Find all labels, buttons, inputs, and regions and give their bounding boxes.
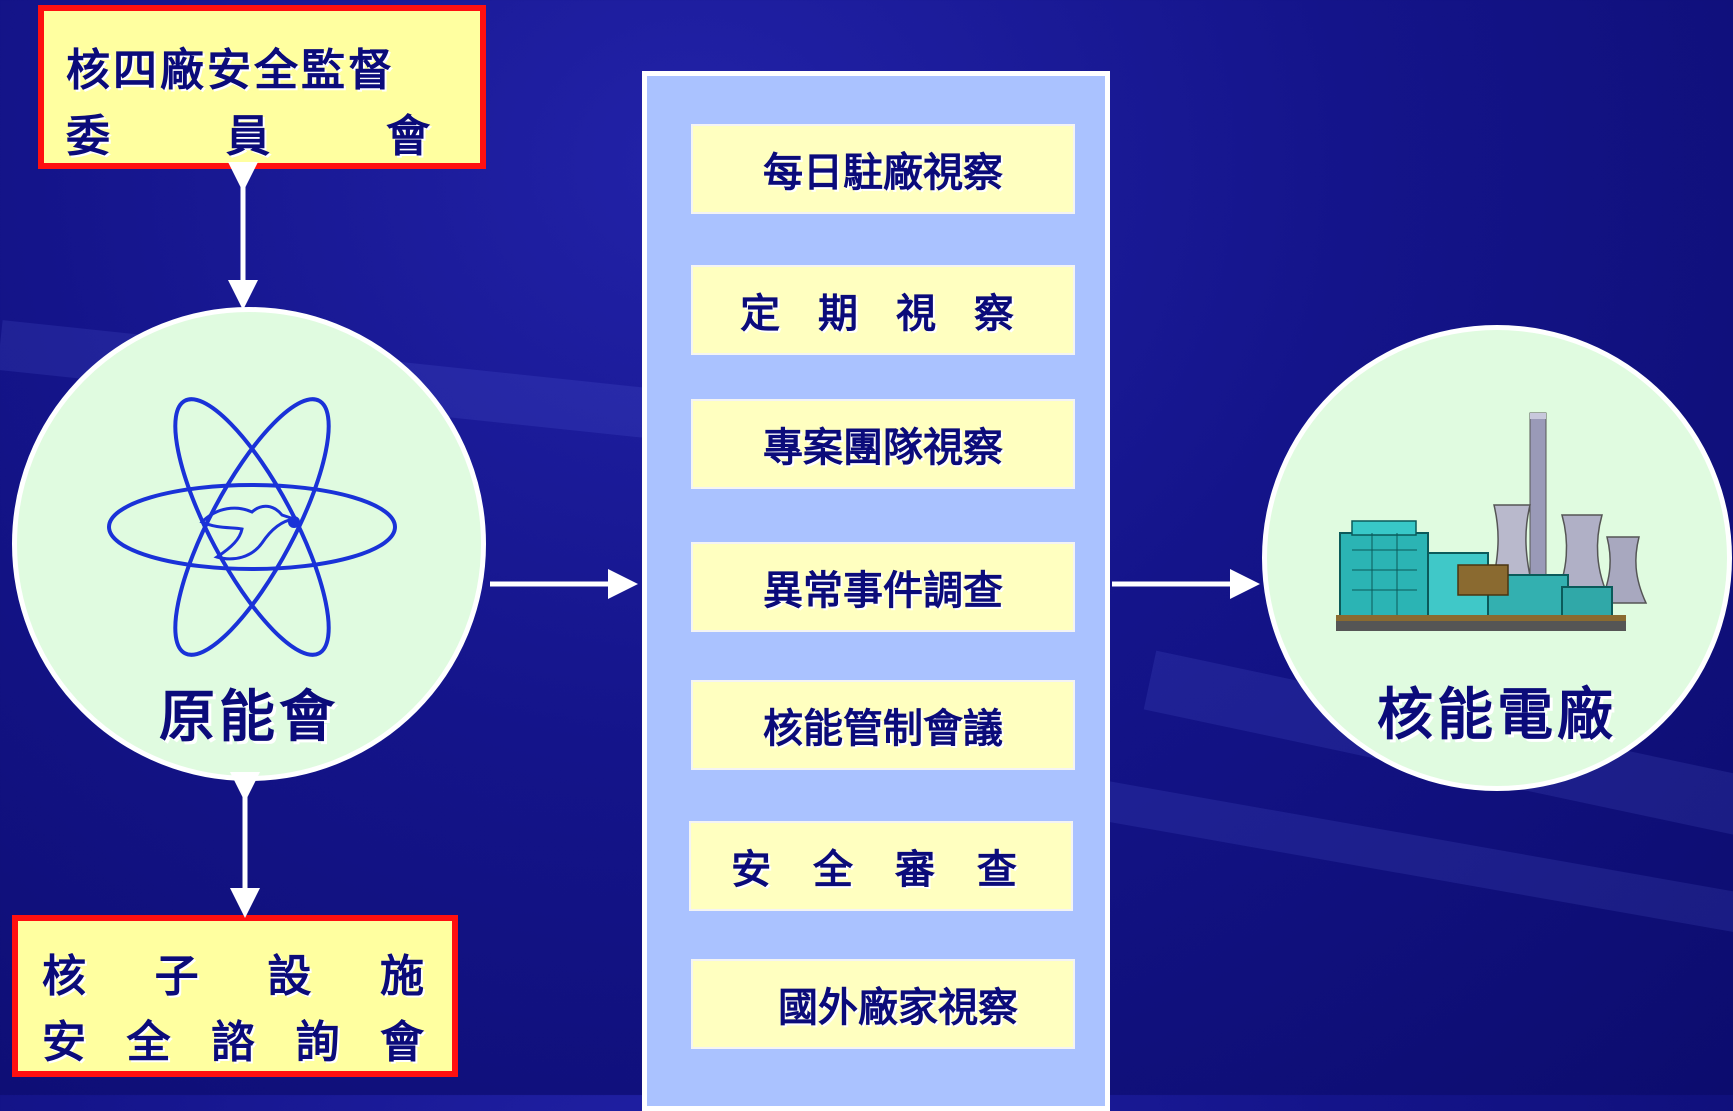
box-text: 核: [42, 951, 88, 1002]
aec-label: 原能會: [159, 684, 339, 750]
npp-label: 核能電廠: [1377, 682, 1617, 748]
box-text: 會: [380, 1017, 426, 1068]
activity-item: 專案團隊視察: [691, 399, 1075, 489]
box-text: 核四廠安全監督: [66, 45, 395, 96]
box-line-2: 委 員 會: [44, 115, 480, 159]
box-text: 設: [267, 951, 314, 1002]
box-text: 全: [126, 1017, 173, 1068]
box-text: 委: [66, 111, 112, 162]
nuclear-power-plant-circle: 核能電廠: [1262, 325, 1732, 791]
activity-item: 核能管制會議: [691, 680, 1075, 770]
nuclear-facility-safety-advisory-box: 核 子 設 施 安 全 諮 詢 會: [12, 915, 458, 1077]
activity-item: 定 期 視 察: [691, 265, 1075, 355]
activity-item: 每日駐廠視察: [691, 124, 1075, 214]
box-text: 諮: [211, 1017, 257, 1068]
box-line-1: 核 子 設 施: [18, 955, 452, 999]
box-text: 子: [154, 951, 201, 1002]
fourth-plant-safety-committee-box: 核四廠安全監督 委 員 會: [38, 5, 486, 169]
inspection-activities-panel: 每日駐廠視察 定 期 視 察 專案團隊視察 異常事件調查 核能管制會議 安 全 …: [642, 71, 1110, 1111]
box-text: 安: [42, 1017, 88, 1068]
atomic-energy-council-circle: 原能會: [12, 307, 486, 781]
atomic-council-logo-icon: [107, 397, 397, 657]
box-text: 員: [226, 111, 272, 162]
box-text: 施: [379, 951, 426, 1002]
activity-item: 安 全 審 查: [689, 821, 1073, 911]
nuclear-power-plant-icon: [1336, 412, 1648, 631]
activity-item: 國外廠家視察: [691, 959, 1075, 1049]
box-text: 詢: [295, 1017, 342, 1068]
activity-item: 異常事件調查: [691, 542, 1075, 632]
box-text: 會: [386, 111, 432, 162]
box-line-2: 安 全 諮 詢 會: [18, 1021, 452, 1065]
box-line-1: 核四廠安全監督: [44, 49, 480, 93]
